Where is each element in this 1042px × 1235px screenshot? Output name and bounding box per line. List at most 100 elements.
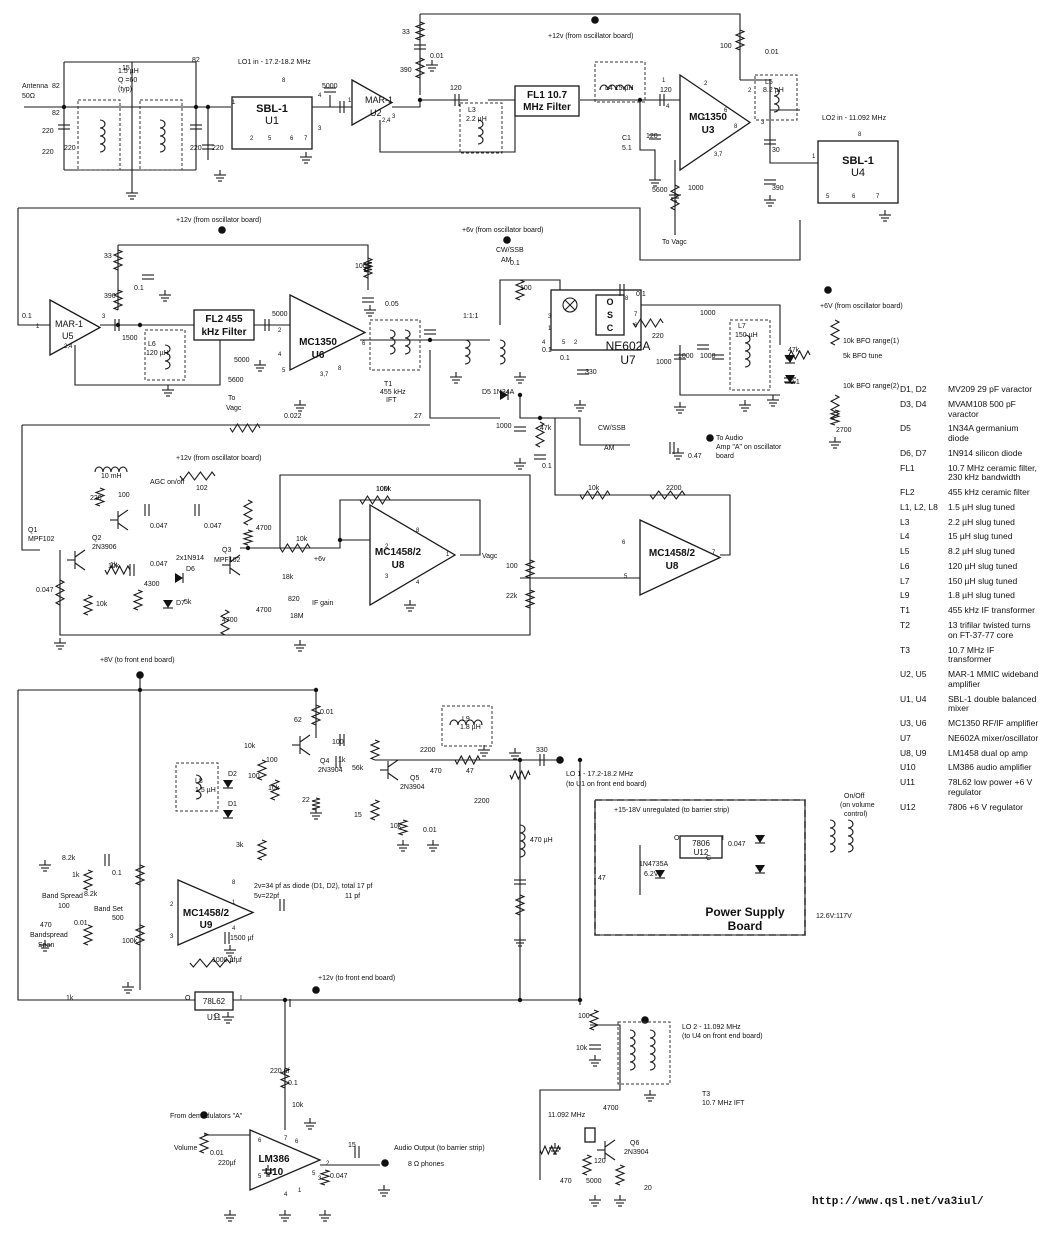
component-value: 1500 — [122, 335, 138, 342]
legend-ref: FL1 — [900, 462, 915, 473]
component-value: 5000 — [322, 83, 338, 90]
junction-dot — [517, 757, 523, 763]
pin-number: 2 — [385, 544, 389, 550]
resistor — [54, 579, 66, 606]
mar1-u2-triangle — [351, 78, 394, 127]
pin-number: 2 — [704, 81, 708, 87]
l5-shield — [754, 74, 798, 121]
component-value: 220 — [64, 145, 76, 152]
annotation-psu-unreg: +15-18V unregulated (to barrier strip) — [614, 807, 729, 814]
pin-number: 5 — [624, 574, 628, 580]
annotation-cw-ssb-1: CW/SSB — [496, 247, 524, 254]
fl2-filter-body — [193, 309, 255, 341]
capacitor — [354, 1146, 360, 1158]
component-value: 100 — [355, 263, 367, 270]
inductor — [649, 1029, 656, 1071]
capacitor — [194, 504, 200, 516]
legend-desc: 10.7 MHz IF transformer — [948, 644, 995, 665]
mar1-u5-triangle — [49, 298, 102, 357]
diode — [785, 375, 795, 384]
resistor — [397, 819, 409, 836]
junction-dot — [137, 322, 143, 328]
component-value: 100 — [332, 739, 344, 746]
junction-dot — [282, 997, 288, 1003]
component-value: 10k — [108, 563, 120, 570]
junction-dot — [137, 687, 143, 693]
diode — [223, 780, 233, 789]
resistor — [189, 958, 231, 968]
resistor — [369, 739, 381, 761]
component-value: 0.1 — [542, 347, 552, 354]
l9-shield — [441, 705, 493, 747]
ic-label-mc1350-u6-name: MC1350 — [299, 337, 337, 348]
component-value: 100k — [122, 938, 138, 945]
pin-number: 3 — [385, 574, 389, 580]
annotation-p6v-osc: +6v (from oscillator board) — [462, 227, 544, 234]
component-value: 5000 — [272, 311, 288, 318]
pin-number: 3 — [102, 314, 106, 320]
source-url: http://www.qsl.net/va3iul/ — [812, 1196, 984, 1208]
annotation-xtal-freq: 11.092 MHz — [548, 1112, 586, 1119]
resistor — [134, 924, 146, 946]
component-value: 5600 — [652, 187, 668, 194]
ground-symbol — [162, 385, 174, 397]
annotation-phones: 8 Ω phones — [408, 1161, 444, 1168]
component-value: 15 — [122, 65, 130, 72]
ground-symbol — [427, 840, 439, 852]
annotation-l8-label: L8 — [195, 778, 203, 785]
component-value: 2700 — [836, 427, 852, 434]
resistor — [112, 289, 124, 311]
inductor — [519, 824, 526, 858]
pin-number: 2 — [278, 328, 282, 334]
component-value: 220 — [90, 495, 102, 502]
capacitor — [669, 442, 675, 454]
legend-desc: 455 kHz IF transformer — [948, 605, 1035, 616]
component-value: 120 — [594, 1158, 606, 1165]
annotation-to-vagc-2b: Vagc — [226, 405, 242, 412]
component-value: 10k — [244, 743, 256, 750]
legend-ref: D1, D2 — [900, 384, 927, 394]
ic-label-lm386-ref: U10 — [265, 1167, 284, 1178]
junction-dot — [637, 97, 643, 103]
diode — [785, 355, 795, 364]
component-value: 4700 — [256, 607, 272, 614]
pin-number: 7 — [634, 312, 638, 318]
inductor — [829, 819, 836, 853]
annotation-l6-val: 120 µH — [146, 350, 169, 357]
annotation-bfo-range1: 10k BFO range(1) — [843, 338, 899, 345]
component-value: 1k — [110, 562, 118, 569]
resistor — [256, 759, 268, 781]
annotation-to-audio-1: To Audio — [716, 435, 743, 442]
pin-number: 6 — [362, 341, 366, 347]
junction-dot — [313, 687, 319, 693]
pin-number: 2 — [574, 340, 578, 346]
annotation-l7-label: L7 — [738, 323, 746, 330]
pin-number: 5 — [258, 1174, 262, 1180]
pin-number: 4 — [542, 340, 546, 346]
pin-number: 5 — [268, 136, 272, 142]
annotation-p6v-small: +6v — [314, 556, 326, 563]
legend-ref: U7 — [900, 732, 911, 743]
annotation-antenna: Antenna — [22, 83, 48, 90]
component-value: 220 — [652, 333, 664, 340]
ic-label-fl2-line1: FL2 455 — [205, 314, 243, 325]
capacitor — [339, 734, 345, 746]
mc1350-u6-triangle — [289, 293, 367, 372]
resistor — [581, 1154, 593, 1176]
pin-number: 2,4 — [64, 344, 73, 350]
ic-label-fl1-line2: MHz Filter — [523, 102, 571, 113]
pin-number: 1 — [348, 98, 352, 104]
pin-number: 8 — [625, 296, 629, 302]
component-value: 0.047 — [150, 523, 168, 530]
junction-dot — [61, 104, 67, 110]
resistor — [198, 1132, 210, 1154]
component-value: 100 — [266, 757, 278, 764]
component-value: 62 — [294, 717, 302, 724]
ground-symbol — [262, 1165, 274, 1177]
ground-symbol — [364, 305, 376, 317]
component-value: 4300 — [144, 581, 160, 588]
